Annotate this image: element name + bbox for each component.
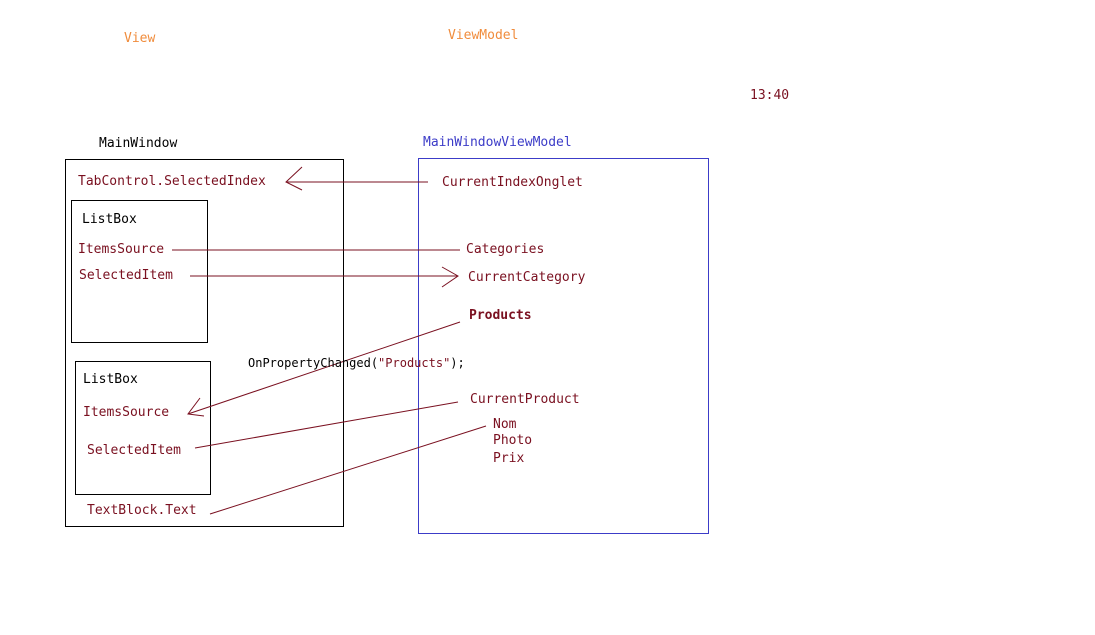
main-window-title: MainWindow xyxy=(99,136,178,151)
tab-selected-index: TabControl.SelectedIndex xyxy=(78,174,266,189)
listbox-categories-items-source: ItemsSource xyxy=(78,242,165,257)
link-products xyxy=(187,321,461,415)
time-label: 13:40 xyxy=(750,88,790,103)
products-property: Products xyxy=(469,308,532,323)
listbox-products-selected-item: SelectedItem xyxy=(87,443,181,458)
current-product-property: CurrentProduct xyxy=(470,392,580,407)
listbox-categories-box xyxy=(71,200,208,343)
listbox-categories-selected-item: SelectedItem xyxy=(79,268,173,283)
current-category-property: CurrentCategory xyxy=(468,270,586,285)
current-index-onglet: CurrentIndexOnglet xyxy=(442,175,583,190)
link-textblock xyxy=(209,425,487,515)
view-header: View xyxy=(124,31,156,46)
product-field-nom: Nom xyxy=(493,417,517,432)
viewmodel-header: ViewModel xyxy=(448,28,519,43)
link-current-product xyxy=(194,401,459,449)
main-window-box xyxy=(65,159,344,527)
on-property-changed-annotation: OnPropertyChanged("Products"); xyxy=(248,355,465,371)
listbox-products-box xyxy=(75,361,211,495)
listbox-categories-title: ListBox xyxy=(82,212,137,227)
viewmodel-box xyxy=(418,158,709,534)
listbox-products-title: ListBox xyxy=(83,372,138,387)
arrowhead-index xyxy=(285,166,303,191)
annotation-arg: "Products" xyxy=(378,356,451,370)
listbox-products-items-source: ItemsSource xyxy=(83,405,170,420)
textblock-text: TextBlock.Text xyxy=(87,503,197,518)
viewmodel-title: MainWindowViewModel xyxy=(423,135,572,150)
annotation-suffix: ); xyxy=(450,356,465,370)
categories-property: Categories xyxy=(466,242,545,257)
product-field-prix: Prix xyxy=(493,451,525,466)
product-field-photo: Photo xyxy=(493,433,533,448)
arrowhead-current-category xyxy=(441,266,459,288)
arrowhead-products xyxy=(187,397,205,417)
annotation-prefix: OnPropertyChanged( xyxy=(248,356,379,370)
